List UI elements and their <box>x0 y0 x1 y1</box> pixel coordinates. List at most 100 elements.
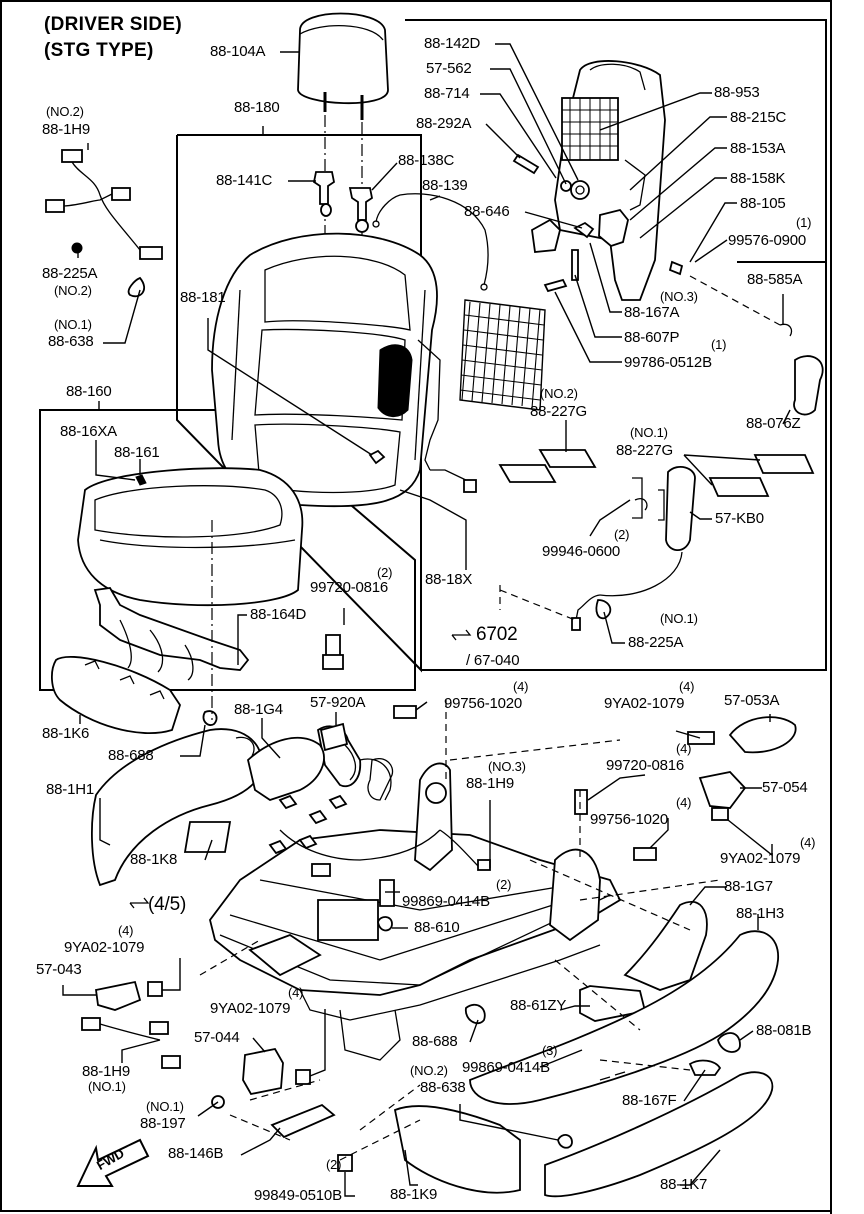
title-stg-type: (STG TYPE) <box>44 40 154 61</box>
part-label-88-167A: 88-167A <box>624 304 680 321</box>
part-label-88-1K6: 88-1K6 <box>42 725 90 742</box>
side-shield-front-drawing <box>51 656 218 734</box>
ref-label-6702: 6702 <box>476 624 518 645</box>
ref-label-4-5: (4/5) <box>148 894 187 915</box>
part-label-99849-0510B: 99849-0510B <box>254 1187 342 1204</box>
part-label-88-688: 88-688 <box>108 747 154 764</box>
part-qualifier-no1: (NO.1) <box>660 611 698 626</box>
part-label-88-18X: 88-18X <box>425 571 473 588</box>
harness-no2-drawing <box>45 149 163 298</box>
part-label-9YA02-1079: 9YA02-1079 <box>604 695 685 712</box>
ref-pointer-45-icon <box>129 897 150 909</box>
part-label-88-638: 88-638 <box>420 1079 466 1096</box>
part-qualifier-qty: (2) <box>614 527 630 542</box>
part-label-99946-0600: 99946-0600 <box>542 543 621 560</box>
seat-track-frame-drawing <box>209 725 647 1061</box>
part-label-88-158K: 88-158K <box>730 170 786 187</box>
part-label-88-225A: 88-225A <box>42 265 98 282</box>
part-qualifier-qty: (1) <box>711 337 727 352</box>
part-label-88-142D: 88-142D <box>424 35 481 52</box>
part-qualifier-qty: (2) <box>377 565 393 580</box>
assembly-lines <box>199 275 781 1161</box>
part-label-88-1G7: 88-1G7 <box>724 878 773 895</box>
part-label-88-585A: 88-585A <box>747 271 803 288</box>
ref-label-67-040: / 67-040 <box>466 652 520 669</box>
part-label-88-16XA: 88-16XA <box>60 423 117 440</box>
part-label-88-227G: 88-227G <box>530 403 587 420</box>
part-label-9YA02-1079: 9YA02-1079 <box>64 939 145 956</box>
part-qualifier-no1: (NO.1) <box>146 1099 184 1114</box>
part-qualifier-no3: (NO.3) <box>488 759 526 774</box>
part-label-88-1H9: 88-1H9 <box>466 775 514 792</box>
part-qualifier-qty: (4) <box>676 741 692 756</box>
headrest-guides <box>312 171 489 291</box>
part-qualifier-no2: (NO.2) <box>54 283 92 298</box>
part-label-88-153A: 88-153A <box>730 140 786 157</box>
part-label-88-105: 88-105 <box>740 195 786 212</box>
part-qualifier-qty: (3) <box>542 1043 558 1058</box>
part-label-88-714: 88-714 <box>424 85 470 102</box>
bolt-covers-right-drawing <box>393 705 797 861</box>
part-label-88-1K9: 88-1K9 <box>390 1186 438 1203</box>
part-label-88-610: 88-610 <box>414 919 460 936</box>
part-label-99869-0414B: 99869-0414B <box>462 1059 550 1076</box>
part-qualifier-no2: (NO.2) <box>46 104 84 119</box>
part-label-88-160: 88-160 <box>66 383 112 400</box>
part-label-99756-1020: 99756-1020 <box>444 695 523 712</box>
cushion-drawing <box>77 467 304 607</box>
part-label-88-146B: 88-146B <box>168 1145 224 1162</box>
lower-shields-drawing <box>393 1032 774 1198</box>
part-label-57-054: 57-054 <box>762 779 808 796</box>
part-label-88-638: 88-638 <box>48 333 94 350</box>
part-qualifier-qty: (4) <box>513 679 529 694</box>
part-label-88-953: 88-953 <box>714 84 760 101</box>
part-qualifier-qty: (4) <box>679 679 695 694</box>
part-label-9YA02-1079: 9YA02-1079 <box>720 850 801 867</box>
part-label-57-053A: 57-053A <box>724 692 780 709</box>
part-label-9YA02-1079: 9YA02-1079 <box>210 1000 291 1017</box>
part-label-88-1H3: 88-1H3 <box>736 905 784 922</box>
part-qualifier-qty: (4) <box>288 985 304 1000</box>
part-label-88-215C: 88-215C <box>730 109 787 126</box>
part-label-88-1H1: 88-1H1 <box>46 781 94 798</box>
part-label-88-1G4: 88-1G4 <box>234 701 283 718</box>
part-qualifier-no1: (NO.1) <box>88 1079 126 1094</box>
part-label-88-141C: 88-141C <box>216 172 273 189</box>
part-qualifier-no1: (NO.1) <box>630 425 668 440</box>
part-label-88-1H9: 88-1H9 <box>82 1063 130 1080</box>
part-label-88-1H9: 88-1H9 <box>42 121 90 138</box>
part-label-88-225A: 88-225A <box>628 634 684 651</box>
part-label-99720-0816: 99720-0816 <box>310 579 389 596</box>
back-frame-group-box <box>405 19 827 671</box>
part-label-57-562: 57-562 <box>426 60 472 77</box>
side-covers-right-drawing <box>469 900 779 1105</box>
part-label-88-081B: 88-081B <box>756 1022 812 1039</box>
part-label-99869-0414B: 99869-0414B <box>402 893 490 910</box>
part-qualifier-qty: (4) <box>676 795 692 810</box>
part-qualifier-no2: (NO.2) <box>540 386 578 401</box>
part-label-88-61ZY: 88-61ZY <box>510 997 567 1014</box>
part-label-88-164D: 88-164D <box>250 606 307 623</box>
part-qualifier-qty: (2) <box>496 877 512 892</box>
part-label-88-227G: 88-227G <box>616 442 673 459</box>
cushion-frame-drawing <box>93 587 344 681</box>
part-label-88-292A: 88-292A <box>416 115 472 132</box>
seatbelt-buckle-drawing <box>319 722 392 801</box>
part-label-99576-0900: 99576-0900 <box>728 232 807 249</box>
side-covers-left-drawing <box>91 728 325 887</box>
spring-mat-drawing <box>459 299 546 411</box>
part-qualifier-qty: (2) <box>326 1157 342 1172</box>
backrest-cover-drawing <box>211 232 477 508</box>
part-qualifier-no2: (NO.2) <box>410 1063 448 1078</box>
part-label-99786-0512B: 99786-0512B <box>624 354 712 371</box>
part-qualifier-qty: (1) <box>796 215 812 230</box>
part-qualifier-no1: (NO.1) <box>54 317 92 332</box>
part-label-57-KB0: 57-KB0 <box>715 510 764 527</box>
part-label-57-043: 57-043 <box>36 961 82 978</box>
part-label-99756-1020: 99756-1020 <box>590 811 669 828</box>
part-label-88-167F: 88-167F <box>622 1092 677 1109</box>
part-qualifier-qty: (4) <box>800 835 816 850</box>
airbag-module-drawing <box>498 449 815 631</box>
